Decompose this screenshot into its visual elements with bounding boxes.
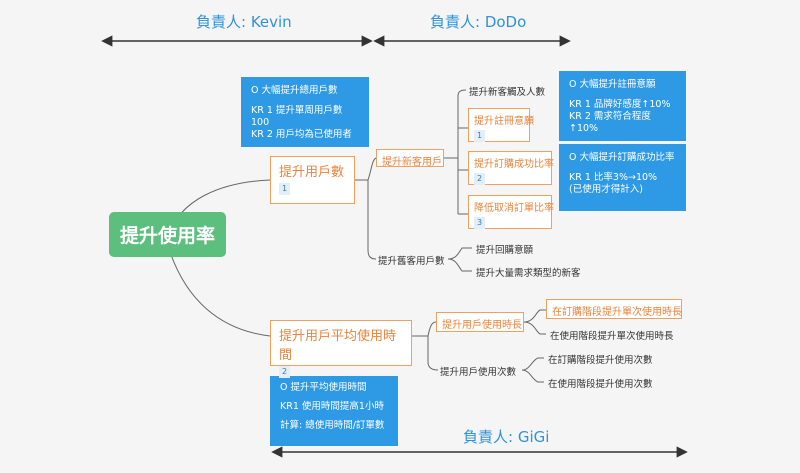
node-repurchase[interactable]: 提升回購意願 bbox=[476, 245, 534, 256]
node-purchase-rate-badge: 2 bbox=[474, 173, 486, 185]
okr-box-users: O 大幅提升總用戶數 KR 1 提升單周用戶數100 KR 2 用戶均為已使用者 bbox=[241, 77, 369, 147]
okr-objective: O 大幅提升總用戶數 bbox=[251, 85, 338, 96]
owner-kevin-label: 負責人: Kevin bbox=[196, 13, 292, 31]
branch-time[interactable]: 提升用戶平均使用時間 2 bbox=[270, 320, 412, 378]
okr-box-time: O 提升平均使用時間 KR1 使用時間提高1小時 計算: 總使用時間/訂單數 bbox=[270, 376, 398, 446]
okr-objective: O 大幅提升註冊意願 bbox=[569, 79, 656, 90]
branch-users-label: 提升用戶數 bbox=[279, 165, 345, 180]
okr-kr: (已使用才得計入) bbox=[569, 184, 643, 195]
node-use-count[interactable]: 在使用階段提升使用次數 bbox=[548, 379, 653, 390]
okr-kr: KR 1 品牌好感度↑10% bbox=[569, 99, 671, 110]
node-usage-duration[interactable]: 提升用戶使用時長 bbox=[436, 312, 524, 332]
okr-objective: O 提升平均使用時間 bbox=[280, 382, 367, 393]
central-topic[interactable]: 提升使用率 bbox=[109, 212, 226, 257]
branch-users-badge: 1 bbox=[279, 183, 291, 195]
okr-kr: KR 2 需求符合程度↑10% bbox=[569, 111, 651, 134]
central-topic-label: 提升使用率 bbox=[119, 225, 215, 247]
owner-gigi-label: 負責人: GiGi bbox=[463, 428, 550, 446]
node-order-duration-label: 在訂購階段提升單次使用時長 bbox=[552, 307, 682, 318]
node-order-duration[interactable]: 在訂購階段提升單次使用時長 bbox=[546, 299, 682, 319]
node-new-reach[interactable]: 提升新客觸及人數 bbox=[469, 87, 546, 98]
node-purchase-rate-label: 提升訂購成功比率 bbox=[474, 159, 554, 170]
node-order-count[interactable]: 在訂購階段提升使用次數 bbox=[548, 355, 653, 366]
branch-users[interactable]: 提升用戶數 1 bbox=[270, 156, 355, 204]
node-use-duration[interactable]: 在使用階段提升單次使用時長 bbox=[550, 331, 674, 342]
okr-box-purchase: O 大幅提升訂購成功比率 KR 1 比率3%→10% (已使用才得計入) bbox=[559, 144, 686, 211]
okr-objective: O 大幅提升訂購成功比率 bbox=[569, 152, 675, 163]
node-new-customers-label: 提升新客用戶 bbox=[382, 157, 442, 168]
owner-dodo-label: 負責人: DoDo bbox=[430, 13, 527, 31]
okr-kr: KR 2 用戶均為已使用者 bbox=[251, 129, 352, 140]
okr-box-register: O 大幅提升註冊意願 KR 1 品牌好感度↑10% KR 2 需求符合程度↑10… bbox=[559, 71, 686, 141]
branch-time-badge: 2 bbox=[279, 366, 291, 378]
node-cancel-rate-label: 降低取消訂單比率 bbox=[474, 203, 554, 214]
node-purchase-rate[interactable]: 提升訂購成功比率 2 bbox=[468, 151, 554, 185]
node-cancel-rate-badge: 3 bbox=[474, 217, 486, 229]
okr-kr: KR 1 比率3%→10% bbox=[569, 172, 658, 183]
node-new-customers[interactable]: 提升新客用戶 bbox=[376, 149, 444, 168]
branch-time-label: 提升用戶平均使用時間 bbox=[279, 329, 397, 363]
node-register-intent[interactable]: 提升註冊意願 1 bbox=[468, 108, 534, 142]
node-cancel-rate[interactable]: 降低取消訂單比率 3 bbox=[468, 195, 554, 229]
okr-kr: KR1 使用時間提高1小時 bbox=[280, 401, 384, 412]
node-usage-duration-label: 提升用戶使用時長 bbox=[442, 320, 522, 331]
node-bulk-customers[interactable]: 提升大量需求類型的新客 bbox=[476, 268, 581, 279]
node-old-customers[interactable]: 提升舊客用戶數 bbox=[378, 256, 445, 267]
node-usage-count[interactable]: 提升用戶使用次數 bbox=[440, 367, 517, 378]
okr-kr: KR 1 提升單周用戶數100 bbox=[251, 105, 343, 128]
okr-calc: 計算: 總使用時間/訂單數 bbox=[280, 420, 385, 431]
node-register-intent-badge: 1 bbox=[474, 130, 486, 142]
node-register-intent-label: 提升註冊意願 bbox=[474, 116, 534, 127]
